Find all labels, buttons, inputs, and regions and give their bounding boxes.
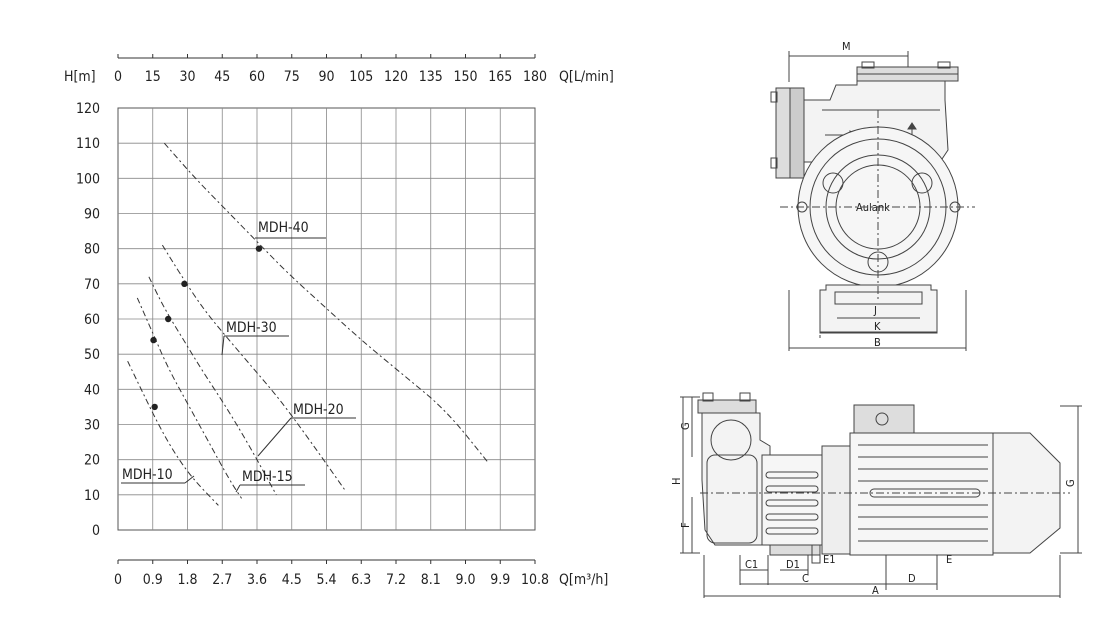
y-axis-label: H[m]: [64, 69, 96, 85]
top-tick-label: 120: [384, 69, 408, 85]
y-tick-label: 30: [84, 418, 100, 434]
bottom-tick-label: 0: [114, 572, 122, 588]
label-mdh-30: MDH-30: [221, 320, 289, 356]
bottom-axis: 0 0.9 1.8 2.7 3.6 4.5 5.4 6.3 7.2 8.1 9.0 9.9 10.8: [114, 559, 549, 588]
dim-a: A: [872, 584, 879, 597]
label-mdh-15: MDH-15: [235, 469, 305, 493]
bottom-tick-label: 8.1: [421, 572, 441, 588]
dim-k: K: [874, 320, 881, 333]
curves: [127, 142, 490, 506]
top-tick-label: 30: [179, 69, 195, 85]
top-tick-label: 165: [488, 69, 512, 85]
curve-mdh-30: [161, 244, 347, 492]
top-tick-label: 90: [318, 69, 334, 85]
front-brand-label-2: Aulank: [856, 201, 890, 214]
x-top-axis-label: Q[L/min]: [559, 69, 614, 85]
dim-g-left: G: [679, 422, 692, 430]
marker-mdh-20: [164, 315, 172, 323]
dim-f: F: [679, 522, 692, 528]
curve-mdh-10: [127, 360, 219, 506]
curve-mdh-20: [148, 276, 277, 496]
dim-b: B: [874, 336, 881, 349]
y-tick-label: 60: [84, 312, 100, 328]
bottom-tick-label: 9.9: [490, 572, 510, 588]
front-view-drawing: M Aulank Aulank: [770, 40, 975, 351]
y-tick-label: 40: [84, 382, 100, 398]
curve-mdh-40: [163, 142, 490, 464]
label-mdh-40-text: MDH-40: [258, 220, 309, 236]
y-tick-label: 120: [76, 101, 100, 117]
bottom-tick-label: 4.5: [282, 572, 302, 588]
bottom-tick-label: 1.8: [177, 572, 197, 588]
label-mdh-10: MDH-10: [121, 467, 195, 484]
bottom-tick-label: 5.4: [316, 572, 336, 588]
y-axis: 0 10 20 30 40 50 60 70 80 90 100 110 120: [76, 101, 100, 539]
dim-c: C: [802, 572, 809, 585]
chart-grid: [117, 107, 536, 531]
top-tick-label: 105: [349, 69, 373, 85]
dim-d: D: [908, 572, 916, 585]
x-bottom-axis-label-text: Q[m³/h]: [559, 572, 608, 588]
dim-e: E: [946, 553, 952, 566]
dim-e1: E1: [823, 553, 836, 566]
top-tick-label: 0: [114, 69, 122, 85]
marker-mdh-15: [150, 336, 157, 344]
label-mdh-10-text: MDH-10: [122, 467, 173, 483]
bottom-tick-label: 6.3: [351, 572, 371, 588]
y-tick-label: 80: [84, 242, 100, 258]
label-mdh-20-text: MDH-20: [293, 402, 344, 418]
label-mdh-30-text: MDH-30: [226, 320, 277, 336]
label-mdh-20: MDH-20: [257, 402, 356, 457]
bottom-tick-label: 2.7: [212, 572, 232, 588]
top-tick-label: 60: [249, 69, 265, 85]
bottom-tick-label: 10.8: [521, 572, 549, 588]
label-mdh-40: MDH-40: [255, 220, 326, 239]
dim-d1: D1: [786, 558, 800, 571]
label-mdh-15-text: MDH-15: [242, 469, 293, 485]
bottom-tick-label: 7.2: [386, 572, 406, 588]
dim-g-right: G: [1064, 479, 1077, 487]
y-tick-label: 90: [84, 207, 100, 223]
dim-c1: C1: [745, 558, 758, 571]
y-tick-label: 20: [84, 453, 100, 469]
marker-mdh-30: [181, 280, 188, 288]
y-tick-label: 70: [84, 277, 100, 293]
y-tick-label: 50: [84, 347, 100, 363]
y-tick-label: 10: [84, 488, 100, 504]
y-tick-label: 0: [92, 523, 100, 539]
top-tick-label: 15: [145, 69, 161, 85]
dim-m: M: [842, 40, 851, 53]
markers: [150, 245, 263, 411]
top-axis: 0 15 30 45 60 75 90 105 120 135 150 165 180: [114, 54, 547, 85]
top-tick-label: 180: [523, 69, 547, 85]
marker-mdh-10: [151, 403, 158, 411]
top-tick-label: 135: [419, 69, 443, 85]
top-tick-label: 150: [453, 69, 477, 85]
bottom-tick-label: 9.0: [455, 572, 475, 588]
x-bottom-axis-label: Q[m³/h]: [559, 572, 608, 588]
marker-mdh-40: [255, 245, 263, 252]
bottom-tick-label: 3.6: [247, 572, 267, 588]
bottom-tick-label: 0.9: [143, 572, 163, 588]
curve-mdh-15: [136, 297, 242, 499]
top-tick-label: 75: [284, 69, 300, 85]
side-view-drawing: G H F: [670, 392, 1082, 598]
dim-h: H: [670, 478, 683, 485]
y-tick-label: 100: [76, 171, 100, 187]
dim-j: J: [873, 304, 877, 317]
top-tick-label: 45: [214, 69, 230, 85]
y-tick-label: 110: [76, 136, 100, 152]
performance-chart: 0 15 30 45 60 75 90 105 120 135 150 165 180 0 0.9 1.8 2…: [64, 54, 614, 588]
